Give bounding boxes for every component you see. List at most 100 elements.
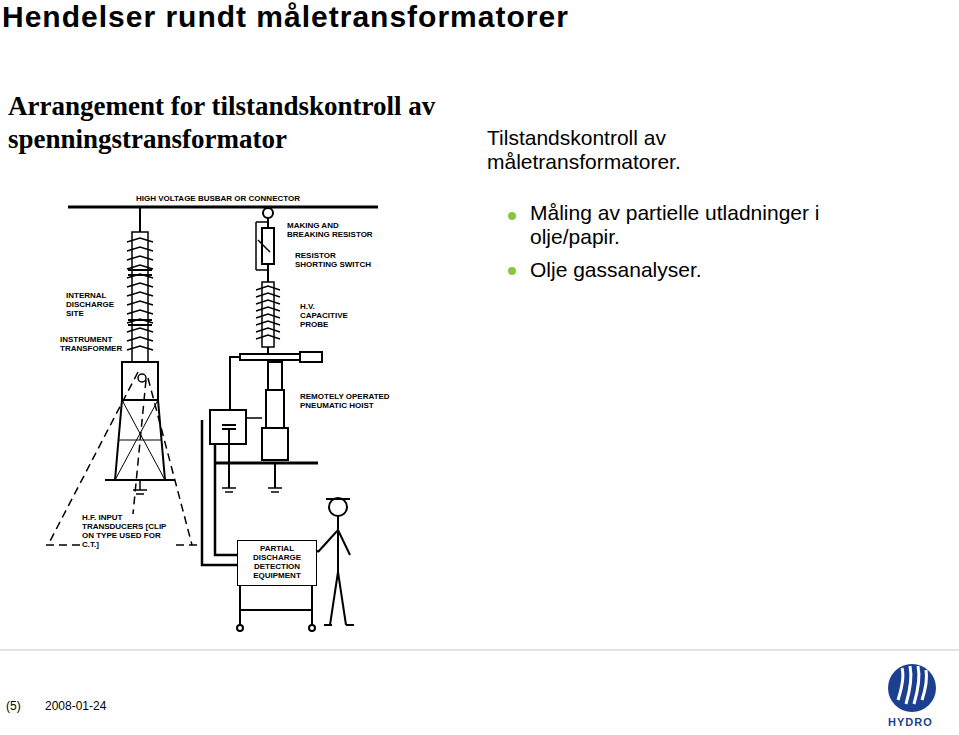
diagram-heading: Arrangement for tilstandskontroll av spe…: [8, 90, 448, 156]
equipment-box: PARTIAL DISCHARGE DETECTION EQUIPMENT: [237, 540, 317, 586]
line-art-stroke: [888, 664, 936, 712]
line-art-stroke: [268, 362, 282, 390]
slide-title: Hendelser rundt måletransformatorer: [2, 0, 569, 34]
line-art-stroke: [309, 625, 315, 631]
line-art-stroke: [68, 206, 378, 209]
line-art-stroke: [914, 666, 919, 704]
line-art-stroke: [222, 424, 236, 426]
insulator-shed: [127, 301, 153, 305]
bullet-dot: [508, 267, 516, 275]
line-art-stroke: [237, 625, 243, 631]
callout-label: H.V. CAPACITIVE PROBE: [300, 303, 362, 330]
line-art-stroke: [898, 666, 927, 704]
box-text: PARTIAL DISCHARGE DETECTION EQUIPMENT: [238, 543, 316, 582]
line-art-stroke: [338, 530, 350, 555]
line-art-stroke: [128, 324, 152, 326]
line-art-stroke: [271, 491, 279, 493]
insulator-shed: [127, 328, 153, 332]
page-number: (5): [6, 700, 21, 713]
insulator-shed: [256, 314, 280, 318]
line-art-stroke: [258, 240, 270, 252]
insulator-shed: [127, 283, 153, 287]
line-art-stroke: [898, 668, 903, 700]
line-art-stroke: [318, 530, 338, 552]
line-art-stroke: [240, 354, 300, 360]
insulator-shed: [256, 321, 280, 325]
insulator-shed: [127, 256, 153, 260]
line-art-stroke: [274, 463, 276, 488]
line-art-stroke: [906, 666, 911, 704]
bullet-text: Måling av partielle utladninger i olje/p…: [530, 201, 900, 248]
line-art-stroke: [230, 357, 240, 410]
footer-rule: [0, 650, 959, 651]
insulator-shed: [256, 328, 280, 332]
line-art-stroke: [215, 444, 237, 555]
line-art: [46, 207, 378, 631]
line-art-stroke: [132, 232, 148, 362]
body-text: Tilstandskontroll av måletransformatorer…: [487, 126, 827, 173]
line-art-stroke: [255, 222, 257, 270]
line-art-stroke: [256, 286, 280, 339]
line-art-stroke: [139, 480, 141, 490]
line-art-stroke: [128, 269, 152, 271]
line-art-stroke: [268, 487, 282, 489]
line-art-stroke: [222, 487, 236, 489]
line-art-stroke: [300, 352, 322, 362]
insulator-shed: [127, 337, 153, 341]
line-art-stroke: [246, 417, 262, 419]
insulator-shed: [256, 300, 280, 304]
line-art-stroke: [127, 238, 153, 350]
line-art-stroke: [256, 221, 268, 223]
line-art-stroke: [267, 264, 269, 282]
line-art-stroke: [263, 208, 273, 218]
insulator-shed: [127, 238, 153, 242]
line-art-stroke: [330, 572, 338, 625]
line-art-stroke: [136, 493, 144, 495]
insulator-shed: [127, 274, 153, 278]
line-art-stroke: [128, 274, 152, 276]
line-art-stroke: [324, 624, 332, 626]
line-art-stroke: [138, 374, 146, 382]
date-label: 2008-01-24: [45, 700, 106, 713]
callout-label: INTERNAL DISCHARGE SITE: [66, 292, 116, 319]
line-art-stroke: [225, 491, 233, 493]
line-art-stroke: [266, 390, 284, 428]
line-art-stroke: [256, 269, 268, 271]
insulator-shed: [256, 307, 280, 311]
logo-text: HYDRO: [888, 716, 933, 728]
callout-label: REMOTELY OPERATED PNEUMATIC HOIST: [300, 393, 400, 411]
callout-label: HIGH VOLTAGE BUSBAR OR CONNECTOR: [136, 195, 300, 204]
line-art-stroke: [133, 480, 282, 494]
callout-label: INSTRUMENT TRANSFORMER: [60, 336, 122, 354]
insulator-shed: [127, 310, 153, 314]
line-art-stroke: [922, 670, 927, 700]
line-art-stroke: [338, 572, 346, 625]
line-art-stroke: [139, 207, 141, 232]
insulator-shed: [256, 286, 280, 290]
callout-label: RESISTOR SHORTING SWITCH: [295, 252, 375, 270]
line-art-stroke: [346, 624, 354, 626]
insulator-shed: [127, 292, 153, 296]
line-art-stroke: [267, 218, 269, 228]
insulator-shed: [127, 346, 153, 350]
insulator-shed: [256, 335, 280, 339]
insulator-shed: [127, 319, 153, 323]
line-art-stroke: [262, 428, 288, 460]
line-art-stroke: [133, 489, 147, 491]
callout-label: MAKING AND BREAKING RESISTOR: [287, 222, 379, 240]
bullet-dot: [508, 212, 516, 220]
hydro-logo: [888, 664, 936, 712]
line-art-stroke: [337, 516, 339, 572]
line-art-stroke: [202, 420, 237, 565]
line-art-stroke: [128, 319, 152, 321]
insulator-shed: [127, 265, 153, 269]
insulator-shed: [256, 293, 280, 297]
callout-label: H.F. INPUT TRANSDUCERS [CLIP ON TYPE USE…: [82, 514, 174, 550]
insulator-shed: [127, 247, 153, 251]
line-art-stroke: [215, 462, 318, 465]
line-art-stroke: [326, 498, 350, 500]
line-art-stroke: [240, 609, 312, 611]
line-art-stroke: [329, 498, 347, 516]
line-art-stroke: [228, 429, 230, 488]
bullet-text: Olje gassanalyser.: [530, 258, 702, 282]
